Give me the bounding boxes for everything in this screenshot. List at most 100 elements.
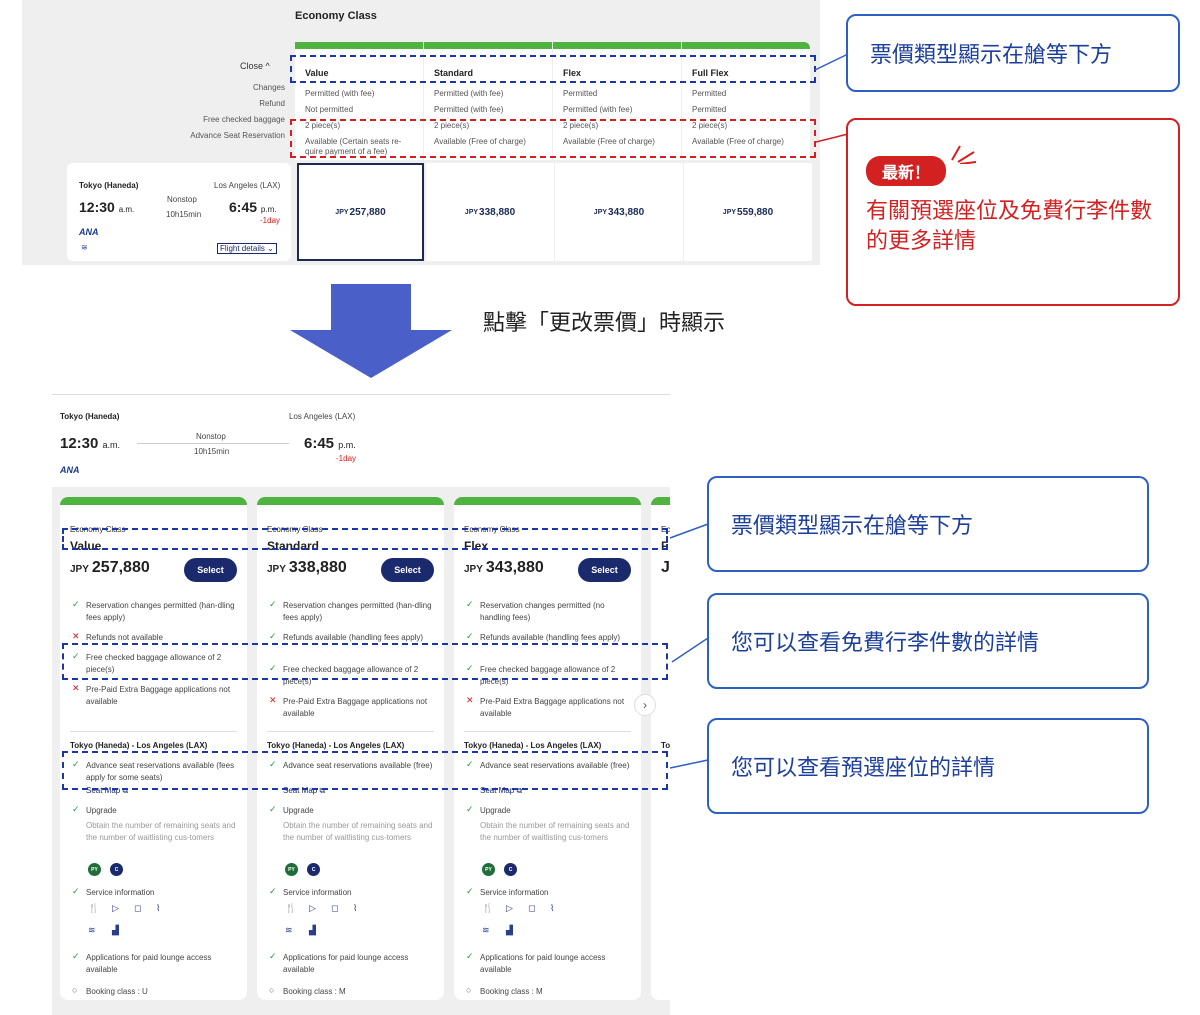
callout-new-details: 最新！ 有關預選座位及免費行李件數的更多詳情 — [846, 118, 1180, 306]
arrival-time: 6:45 p.m. — [229, 199, 277, 215]
flight-details-button[interactable]: Flight details ⌄ — [217, 243, 277, 254]
changes-info: Reservation changes permitted (han-dling… — [283, 601, 432, 622]
baggage-info: Free checked baggage allowance of 2 piec… — [283, 665, 419, 686]
close-toggle[interactable]: Close ^ — [240, 61, 270, 71]
wifi-icon: ≋ — [81, 243, 88, 252]
fare-type-highlight — [62, 528, 668, 550]
fare-changes: Permitted (with fee) — [434, 89, 504, 98]
premium-economy-badge: PY — [482, 863, 495, 876]
amenity-icon: ◻ — [331, 903, 339, 913]
external-link-icon: ⧉ — [122, 786, 129, 795]
select-button[interactable]: Select — [578, 558, 631, 582]
seat-icon: ⌇ — [353, 903, 358, 913]
fare-changes: Permitted (with fee) — [305, 89, 375, 98]
service-info-label: Service information — [283, 888, 352, 897]
fare-name: Standard — [434, 68, 474, 78]
booking-class: Booking class : M — [480, 987, 543, 996]
refund-info: Refunds available (handling fees apply) — [480, 633, 621, 642]
fare-column-value: Value Permitted (with fee) Not permitted… — [295, 42, 423, 160]
prepaid-baggage-info: Pre-Paid Extra Baggage applications not … — [86, 685, 231, 706]
power-icon: ▟ — [112, 925, 119, 935]
upgrade-label: Upgrade — [480, 806, 511, 815]
check-icon: ✓ — [466, 759, 474, 769]
business-badge: C — [307, 863, 320, 876]
circle-icon: ○ — [72, 985, 78, 995]
callout-seat: 您可以查看預選座位的詳情 — [707, 718, 1149, 814]
fare-type-highlight — [290, 55, 816, 83]
new-badge: 最新！ — [866, 156, 947, 186]
route-line — [137, 443, 289, 444]
booking-class: Booking class : M — [283, 987, 346, 996]
details-highlight — [290, 119, 816, 158]
destination-airport: Los Angeles (LAX) — [214, 181, 281, 190]
seat-reservation-info: Advance seat reservations available (fre… — [480, 761, 630, 770]
day-offset: -1day — [336, 454, 357, 463]
fare-refund: Permitted (with fee) — [563, 105, 633, 114]
callout-pointer — [814, 53, 849, 71]
origin-airport: Tokyo (Haneda) — [60, 412, 120, 421]
fare-seat: Available (Certain seats re-quire paymen… — [305, 137, 402, 156]
next-card-button[interactable]: › — [634, 694, 656, 716]
prepaid-baggage-info: Pre-Paid Extra Baggage applications not … — [283, 697, 428, 718]
fare-baggage: 2 piece(s) — [305, 121, 341, 130]
seat-map-link[interactable]: Seat Map ⧉ — [480, 786, 523, 795]
ana-logo: ANA — [60, 465, 80, 475]
business-badge: C — [504, 863, 517, 876]
fare-seat: Available (Free of charge) — [434, 137, 526, 146]
fare-refund: Permitted — [692, 105, 727, 114]
origin-airport: Tokyo (Haneda) — [79, 181, 139, 190]
fare-baggage: 2 piece(s) — [434, 121, 470, 130]
check-icon: ✓ — [466, 663, 474, 673]
fare-name: Full Flex — [692, 68, 729, 78]
check-icon: ✓ — [72, 951, 80, 961]
duration: 10h15min — [166, 210, 202, 219]
seat-map-link[interactable]: Seat Map ⧉ — [283, 786, 326, 795]
fare-seat: Available (Free of charge) — [692, 137, 784, 146]
premium-economy-badge: PY — [285, 863, 298, 876]
cross-icon: ✕ — [72, 631, 80, 641]
seat-highlight — [62, 751, 668, 790]
upgrade-note: Obtain the number of remaining seats and… — [86, 821, 236, 842]
upgrade-note: Obtain the number of remaining seats and… — [283, 821, 433, 842]
check-icon: ✓ — [269, 759, 277, 769]
select-button[interactable]: Select — [381, 558, 434, 582]
lounge-info: Applications for paid lounge access avai… — [480, 953, 606, 974]
refund-info: Refunds available (handling fees apply) — [283, 633, 424, 642]
meal-icon: 🍴 — [482, 903, 494, 913]
arrival-time: 6:45 p.m. — [304, 435, 356, 452]
select-button[interactable]: Select — [184, 558, 237, 582]
burst-icon — [951, 145, 977, 164]
fare-changes: Permitted — [692, 89, 727, 98]
baggage-highlight — [62, 643, 668, 680]
check-icon: ✓ — [72, 651, 80, 661]
check-icon: ✓ — [72, 804, 80, 814]
destination-airport: Los Angeles (LAX) — [289, 412, 356, 421]
power-icon: ▟ — [506, 925, 513, 935]
row-label-seat: Advance Seat Reservation — [190, 131, 285, 140]
external-link-icon: ⧉ — [516, 786, 523, 795]
chevron-right-icon: › — [643, 698, 647, 712]
check-icon: ✓ — [466, 951, 474, 961]
fare-seat: Available (Free of charge) — [563, 137, 655, 146]
premium-economy-badge: PY — [88, 863, 101, 876]
seat-map-link[interactable]: Seat Map ⧉ — [86, 786, 129, 795]
meal-icon: 🍴 — [285, 903, 297, 913]
fare-column-flex: Flex Permitted Permitted (with fee) 2 pi… — [553, 42, 681, 160]
wifi-icon: ≋ — [482, 925, 490, 935]
cabin-class-title: Economy Class — [295, 10, 377, 22]
duration: 10h15min — [194, 447, 230, 456]
departure-time: 12:30 a.m. — [60, 435, 121, 452]
fare-changes: Permitted — [563, 89, 598, 98]
check-icon: ✓ — [466, 631, 474, 641]
card-route: Tokyo (Haneda) - Los Angeles (LAX) — [70, 741, 208, 750]
ana-logo: ANA — [79, 227, 99, 237]
lounge-info: Applications for paid lounge access avai… — [86, 953, 212, 974]
divider — [70, 731, 237, 732]
